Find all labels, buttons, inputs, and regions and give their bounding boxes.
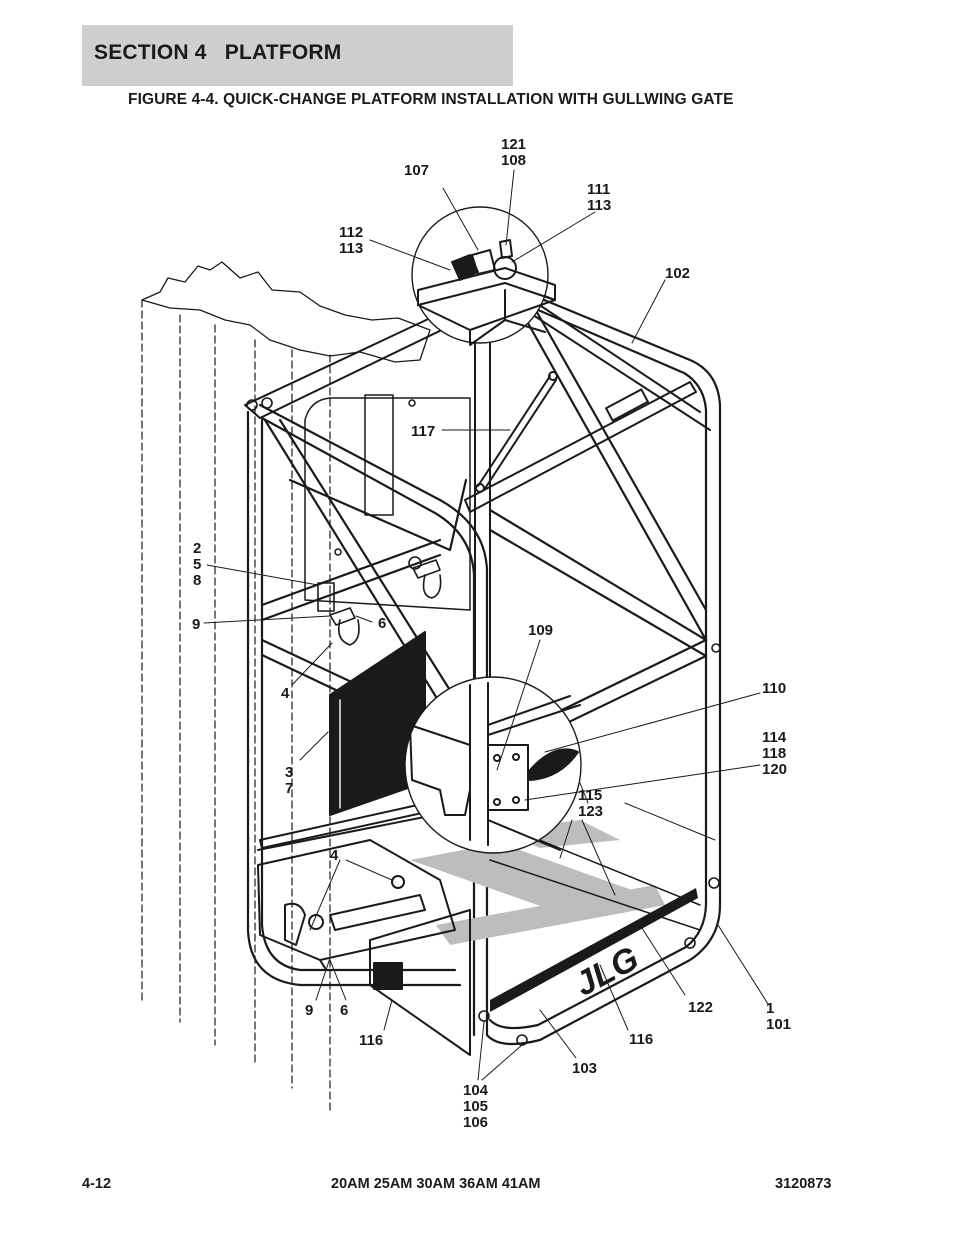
- callout-122: 122: [688, 999, 713, 1016]
- callout-6-upper: 6: [378, 615, 386, 632]
- callout-number: 123: [578, 803, 603, 820]
- callout-number: 120: [762, 761, 787, 778]
- callout-number: 114: [762, 729, 787, 746]
- callout-6-lower: 6: [340, 1002, 348, 1019]
- callout-number: 5: [193, 556, 201, 573]
- callout-number: 113: [339, 240, 363, 257]
- callout-4-lower: 4: [330, 847, 339, 864]
- callout-number: 4: [330, 847, 339, 864]
- callout-number: 105: [463, 1098, 488, 1115]
- callout-number: 118: [762, 745, 786, 762]
- callout-number: 113: [587, 197, 611, 214]
- callout-number: 112: [339, 224, 363, 241]
- callout-number: 108: [501, 152, 526, 169]
- callout-number: 7: [285, 780, 293, 797]
- callout-number: 3: [285, 764, 293, 781]
- callout-number: 116: [629, 1031, 653, 1048]
- callout-number: 110: [762, 680, 786, 697]
- section-title: SECTION 4 PLATFORM: [94, 41, 342, 64]
- callout-103: 103: [572, 1060, 597, 1077]
- platform-frame: [246, 288, 722, 1046]
- callout-number: 8: [193, 572, 201, 589]
- section-header-bar: SECTION 4 PLATFORM: [82, 25, 513, 86]
- callout-116-left: 116: [359, 1032, 383, 1049]
- detail-bottom-content: [409, 682, 581, 851]
- callout-number: 2: [193, 540, 201, 557]
- callout-number: 117: [411, 423, 435, 440]
- callout-number: 115: [578, 787, 602, 804]
- callout-number: 107: [404, 162, 429, 179]
- callout-107: 107: [404, 162, 429, 179]
- callout-number: 1: [766, 1000, 774, 1017]
- plate-slot: [364, 394, 394, 516]
- callout-109: 109: [528, 622, 553, 639]
- callout-4-upper: 4: [281, 685, 290, 702]
- page-number: 4-12: [82, 1176, 112, 1192]
- callout-number: 106: [463, 1114, 488, 1131]
- callout-117: 117: [411, 423, 435, 440]
- callout-9-lower: 9: [305, 1002, 313, 1019]
- callout-number: 122: [688, 999, 713, 1016]
- callout-number: 109: [528, 622, 553, 639]
- mast-top-break: [141, 261, 431, 363]
- callout-number: 9: [305, 1002, 313, 1019]
- callout-number: 101: [766, 1016, 791, 1033]
- callout-number: 116: [359, 1032, 383, 1049]
- quick-pins: [317, 559, 442, 646]
- callout-9-upper: 9: [192, 616, 200, 633]
- frame-bolts: [246, 397, 721, 1046]
- callout-110: 110: [762, 680, 786, 697]
- model-list: 20AM 25AM 30AM 36AM 41AM: [331, 1176, 541, 1192]
- callout-116-right: 116: [629, 1031, 653, 1048]
- callout-number: 9: [192, 616, 200, 633]
- floor-toeboard: [490, 888, 698, 1012]
- mounting-plate: [304, 397, 471, 611]
- detail-circle-bottom: [404, 676, 582, 854]
- gas-spring-117: [475, 371, 558, 493]
- mid-rail: [464, 381, 697, 513]
- callout-number: 6: [378, 615, 386, 632]
- detail-top-content: [417, 239, 556, 346]
- leader-lines: [203, 169, 769, 1081]
- document-number: 3120873: [775, 1176, 832, 1192]
- callout-number: 4: [281, 685, 290, 702]
- jlg-logo: JLG: [569, 939, 645, 1004]
- callout-number: 103: [572, 1060, 597, 1077]
- figure-title: FIGURE 4-4. QUICK-CHANGE PLATFORM INSTAL…: [128, 91, 734, 108]
- callout-number: 102: [665, 265, 690, 282]
- callout-102: 102: [665, 265, 690, 282]
- callout-number: 121: [501, 136, 526, 153]
- callout-number: 6: [340, 1002, 348, 1019]
- mast-outline: [141, 299, 331, 1111]
- callout-number: 104: [463, 1082, 489, 1099]
- callout-number: 111: [587, 181, 610, 198]
